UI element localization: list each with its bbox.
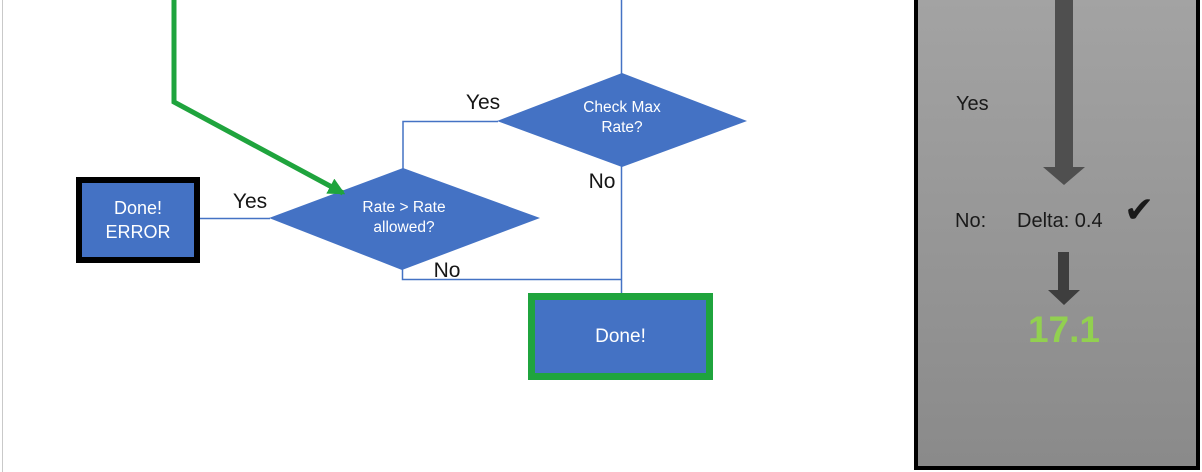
panel-delta-value: Delta: 0.4 (1017, 210, 1103, 232)
checkmax-yes-label: Yes (465, 91, 501, 114)
decision-check-max-label: Check Max Rate? (542, 98, 702, 138)
done-box-label: Done! (595, 325, 646, 347)
panel-no-label: No: (955, 210, 987, 232)
flow-connectors (200, 0, 623, 293)
green-path-arrow (171, 0, 346, 196)
done-box: Done! (528, 293, 713, 380)
decision-rate-allowed-line1: Rate > Rate (362, 199, 446, 216)
checkmark-icon: ✔ (1124, 189, 1155, 230)
connector-checkmax-yes (402, 120, 498, 169)
done-error-line2: ERROR (105, 222, 171, 242)
done-error-line1: Done! (113, 198, 163, 218)
panel-result-value: 17.1 (1027, 309, 1100, 350)
done-error-box: Done! ERROR (76, 177, 200, 263)
decision-check-max-line2: Rate? (601, 119, 643, 136)
slide-left-edge-line (2, 0, 3, 472)
rateallowed-no-label: No (433, 259, 461, 282)
decision-check-max-line1: Check Max (583, 99, 661, 116)
decision-rate-allowed-label: Rate > Rate allowed? (324, 198, 484, 238)
checkmax-no-label: No (588, 170, 616, 193)
side-panel (914, 0, 1200, 470)
rateallowed-yes-label: Yes (232, 190, 268, 213)
decision-rate-allowed-line2: allowed? (373, 219, 435, 236)
panel-yes-label: Yes (956, 93, 989, 115)
